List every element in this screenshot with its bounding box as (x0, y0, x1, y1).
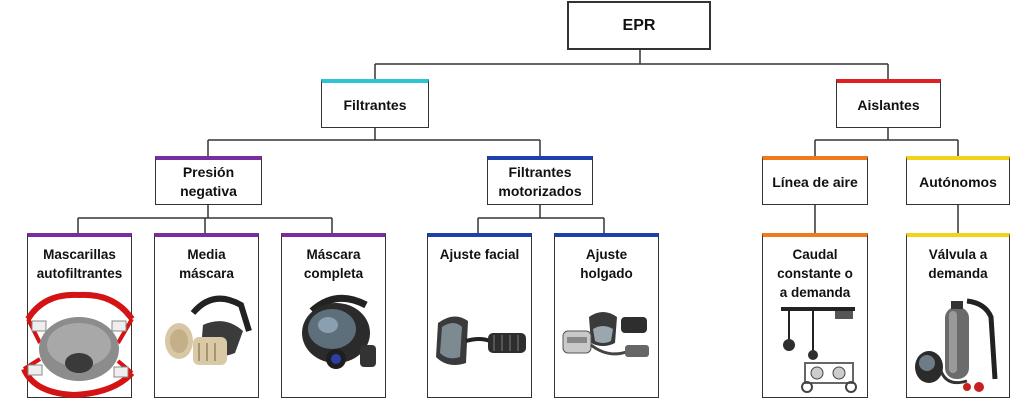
half-mask-respirator-image (165, 295, 252, 365)
scba-cylinder-image (915, 298, 998, 392)
leaf-label: Caudal constante o a demanda (777, 247, 853, 300)
leaf-label: Ajuste facial (439, 247, 520, 262)
leaf-label: Ajuste holgado (580, 247, 633, 281)
epr-root-node: EPR (567, 1, 711, 50)
aislantes-node: Aislantes (836, 79, 941, 128)
leaf-ajuste-facial: Ajuste facial (427, 233, 532, 398)
leaf-mascarillas-autofiltrantes: Mascarillas autofiltrantes (21, 233, 135, 399)
leaf-caudal-constante: Caudal constante o a demanda (762, 233, 868, 398)
airline-system-image (781, 307, 857, 393)
leaf-label: Media máscara (179, 247, 234, 281)
filtrantes-motorizados-node: Filtrantes motorizados (487, 156, 593, 205)
leaf-valvula-a-demanda: Válvula a demanda (906, 233, 1010, 398)
full-face-mask-image (302, 294, 376, 369)
leaf-label: Mascarillas autofiltrantes (36, 247, 123, 281)
autonomos-node: Autónomos (906, 156, 1010, 205)
disposable-mask-image (21, 291, 135, 399)
leaf-label: Válvula a demanda (928, 247, 988, 281)
papr-tight-fitting-image (436, 316, 526, 365)
presion-negativa-node: Presión negativa (155, 156, 262, 205)
leaf-mascara-completa: Máscara completa (281, 233, 386, 398)
leaf-ajuste-holgado: Ajuste holgado (554, 233, 659, 398)
filtrantes-node: Filtrantes (321, 79, 429, 128)
papr-loose-fitting-image (562, 312, 649, 357)
leaf-media-mascara: Media máscara (154, 233, 259, 398)
leaf-label: Máscara completa (303, 247, 364, 281)
linea-de-aire-node: Línea de aire (762, 156, 868, 205)
